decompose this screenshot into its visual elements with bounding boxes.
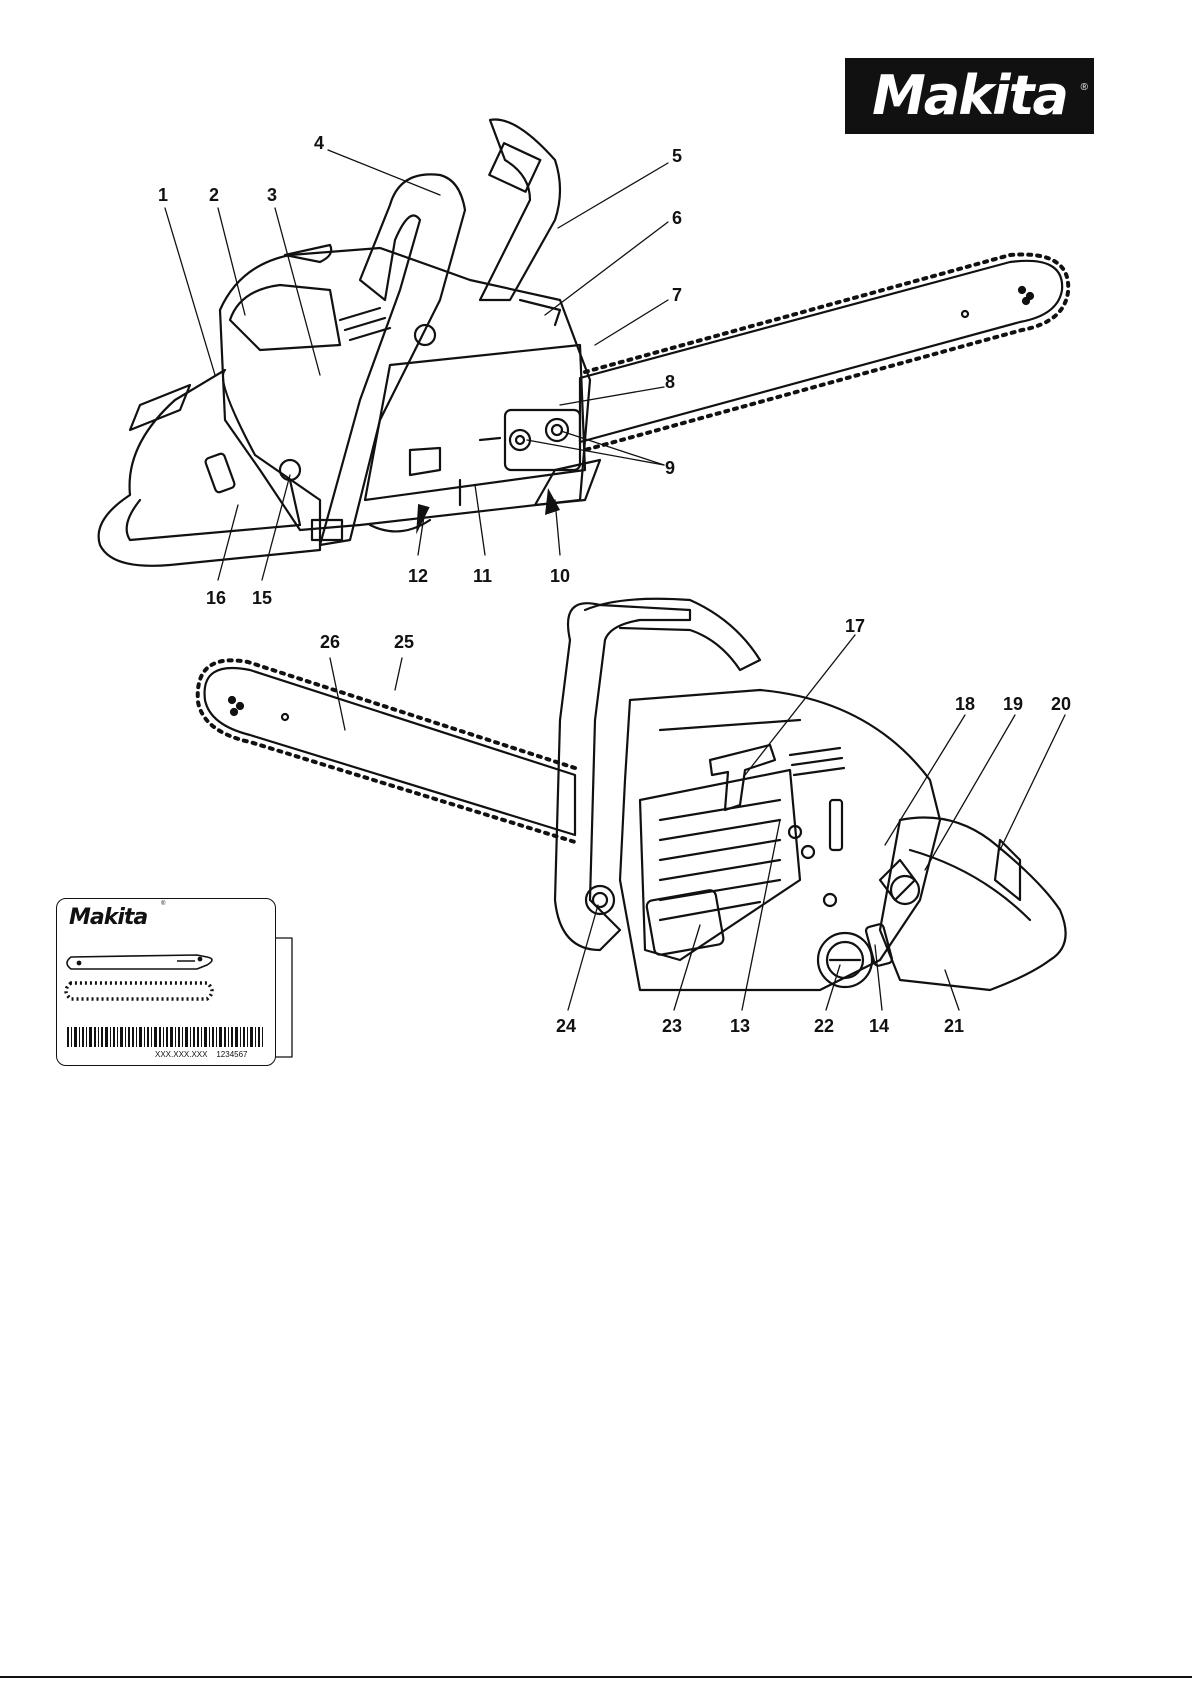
callout-21: 21 (944, 1016, 964, 1036)
callout-20: 20 (1051, 694, 1071, 714)
callout-9: 9 (665, 458, 675, 478)
callout-5: 5 (672, 146, 682, 166)
callout-14: 14 (869, 1016, 889, 1036)
callout-17: 17 (845, 616, 865, 636)
callout-8: 8 (665, 372, 675, 392)
callout-24: 24 (556, 1016, 576, 1036)
callout-4: 4 (314, 133, 324, 153)
callout-23: 23 (662, 1016, 682, 1036)
barcode-icon (67, 1027, 263, 1047)
bar-outline-icon (67, 955, 212, 969)
callout-1: 1 (158, 185, 168, 205)
callout-10: 10 (550, 566, 570, 586)
footer-rule (0, 1676, 1192, 1678)
callout-2: 2 (209, 185, 219, 205)
callout-15: 15 (252, 588, 272, 608)
callout-26: 26 (320, 632, 340, 652)
callout-7: 7 (672, 285, 682, 305)
callout-25: 25 (394, 632, 414, 652)
callout-18: 18 (955, 694, 975, 714)
bottom-chainsaw-drawing (198, 599, 1066, 990)
card-codes: XXX.XXX.XXX 1234567 (155, 1050, 248, 1059)
top-chainsaw-drawing (99, 120, 1069, 566)
callout-22: 22 (814, 1016, 834, 1036)
callout-12: 12 (408, 566, 428, 586)
callout-13: 13 (730, 1016, 750, 1036)
chain-loop-icon (66, 983, 212, 999)
callout-19: 19 (1003, 694, 1023, 714)
callout-3: 3 (267, 185, 277, 205)
callout-6: 6 (672, 208, 682, 228)
bar-chain-label-card: Makita ® (56, 898, 276, 1066)
callout-16: 16 (206, 588, 226, 608)
callout-11: 11 (473, 566, 492, 586)
